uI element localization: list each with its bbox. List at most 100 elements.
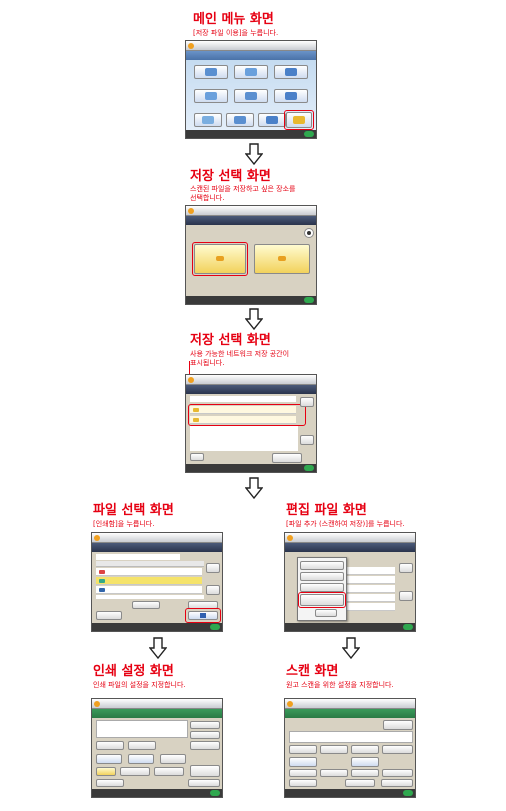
network-folder-icon bbox=[193, 408, 199, 412]
menu-scan-send-button[interactable] bbox=[274, 65, 308, 79]
memory-media-button[interactable] bbox=[194, 244, 246, 274]
page-select-button[interactable] bbox=[190, 741, 220, 750]
menu-scan-store-button[interactable] bbox=[226, 113, 254, 127]
file-icon bbox=[99, 579, 105, 583]
menu-quick-button[interactable] bbox=[274, 89, 308, 103]
edit-file-titlebar bbox=[285, 533, 415, 543]
preview-button[interactable] bbox=[345, 779, 375, 787]
menu-item-details[interactable] bbox=[300, 561, 344, 570]
close-menu-button[interactable] bbox=[315, 609, 337, 617]
file-edit-button[interactable] bbox=[96, 611, 122, 620]
file-row[interactable] bbox=[345, 576, 395, 584]
file-row[interactable] bbox=[345, 567, 395, 575]
paper-info-panel bbox=[96, 720, 188, 738]
menu-secure-print-button[interactable] bbox=[234, 89, 268, 103]
staple-button[interactable] bbox=[120, 767, 150, 776]
print-settings-subbar bbox=[92, 709, 222, 718]
main-menu-screen bbox=[185, 40, 317, 139]
go-icon bbox=[403, 624, 413, 630]
go-icon bbox=[210, 624, 220, 630]
file-row[interactable] bbox=[96, 577, 202, 585]
copies-count-button[interactable] bbox=[160, 754, 186, 764]
file-select-titlebar bbox=[92, 533, 222, 543]
duplex-button[interactable] bbox=[190, 731, 220, 739]
favorites-button[interactable] bbox=[383, 720, 413, 730]
menu-web-button[interactable] bbox=[258, 113, 286, 127]
main-menu-desc: [저장 파일 이용]을 누릅니다. bbox=[193, 29, 279, 37]
menu-item-rename[interactable] bbox=[300, 583, 344, 592]
down-arrow-4 bbox=[149, 637, 167, 659]
cancel-button[interactable] bbox=[289, 779, 317, 787]
options-button[interactable] bbox=[382, 769, 413, 777]
paper-select-button[interactable] bbox=[96, 741, 124, 750]
scroll-up-button[interactable] bbox=[206, 563, 220, 573]
store-select-titlebar bbox=[186, 206, 316, 216]
file-row[interactable] bbox=[345, 594, 395, 602]
two-sided-button[interactable] bbox=[96, 754, 122, 764]
edit-file-heading: 편집 파일 화면 bbox=[286, 503, 367, 518]
scroll-down-button[interactable] bbox=[300, 435, 314, 445]
print-button[interactable] bbox=[188, 611, 218, 620]
go-icon bbox=[304, 131, 314, 137]
down-arrow-5 bbox=[342, 637, 360, 659]
original-type-button[interactable] bbox=[289, 769, 317, 777]
scroll-up-button[interactable] bbox=[300, 397, 314, 407]
scan-size-button[interactable] bbox=[351, 745, 379, 754]
sharpness-button[interactable] bbox=[351, 769, 379, 777]
store-select-highlight bbox=[192, 242, 248, 276]
app-icon bbox=[188, 377, 194, 383]
list-item[interactable] bbox=[190, 416, 296, 424]
file-list-header bbox=[96, 561, 204, 567]
finisher-button[interactable] bbox=[128, 741, 156, 750]
menu-fax-button[interactable] bbox=[234, 65, 268, 79]
network-select-screen bbox=[185, 374, 317, 473]
other-settings-button[interactable] bbox=[190, 765, 220, 777]
help-button[interactable] bbox=[304, 228, 314, 238]
print-start-button[interactable] bbox=[188, 779, 220, 787]
app-icon bbox=[287, 701, 293, 707]
details-button[interactable] bbox=[272, 453, 302, 463]
down-arrow-3 bbox=[245, 477, 263, 499]
scan-start-button[interactable] bbox=[381, 779, 413, 787]
network-select-desc: 사용 가능한 네트워크 저장 공간이 표시됩니다. bbox=[190, 350, 290, 367]
scroll-up-button[interactable] bbox=[399, 563, 413, 573]
network-button[interactable] bbox=[254, 244, 310, 274]
density-button[interactable] bbox=[351, 757, 379, 767]
stored-files-icon bbox=[293, 115, 305, 124]
color-mode-button[interactable] bbox=[96, 767, 116, 776]
go-icon bbox=[210, 790, 220, 796]
file-row[interactable] bbox=[96, 568, 202, 576]
list-item[interactable] bbox=[190, 406, 296, 414]
resolution-button[interactable] bbox=[320, 745, 348, 754]
menu-copy-button[interactable] bbox=[194, 65, 228, 79]
file-row[interactable] bbox=[345, 603, 395, 611]
scan-heading: 스캔 화면 bbox=[286, 664, 339, 679]
app-icon bbox=[287, 535, 293, 541]
file-row[interactable] bbox=[345, 585, 395, 593]
menu-fax-tx-button[interactable] bbox=[194, 89, 228, 103]
select-all-button[interactable] bbox=[132, 601, 160, 609]
scroll-down-button[interactable] bbox=[206, 585, 220, 595]
file-row[interactable] bbox=[96, 586, 202, 594]
settings-icon bbox=[202, 115, 214, 124]
menu-item-add-file-scan[interactable] bbox=[300, 594, 344, 606]
edit-file-highlight bbox=[298, 592, 346, 608]
menu-item-delete[interactable] bbox=[300, 572, 344, 581]
scroll-down-button[interactable] bbox=[399, 591, 413, 601]
menu-settings-button[interactable] bbox=[194, 113, 222, 127]
file-select-desc: [인쇄함]을 누릅니다. bbox=[93, 520, 155, 528]
app-icon bbox=[188, 208, 194, 214]
two-sided-original-button[interactable] bbox=[289, 757, 317, 767]
back-button[interactable] bbox=[190, 453, 204, 461]
menu-access-stored-files-button[interactable] bbox=[286, 112, 312, 128]
file-select-statusbar bbox=[92, 623, 222, 631]
edit-file-screen bbox=[284, 532, 416, 632]
network-select-titlebar bbox=[186, 375, 316, 385]
color-select-button[interactable] bbox=[289, 745, 317, 754]
options-button[interactable] bbox=[154, 767, 184, 776]
erase-frame-button[interactable] bbox=[320, 769, 348, 777]
cancel-button[interactable] bbox=[96, 779, 124, 787]
collate-button[interactable] bbox=[128, 754, 154, 764]
file-format-button[interactable] bbox=[382, 745, 413, 754]
copies-button[interactable] bbox=[190, 721, 220, 729]
